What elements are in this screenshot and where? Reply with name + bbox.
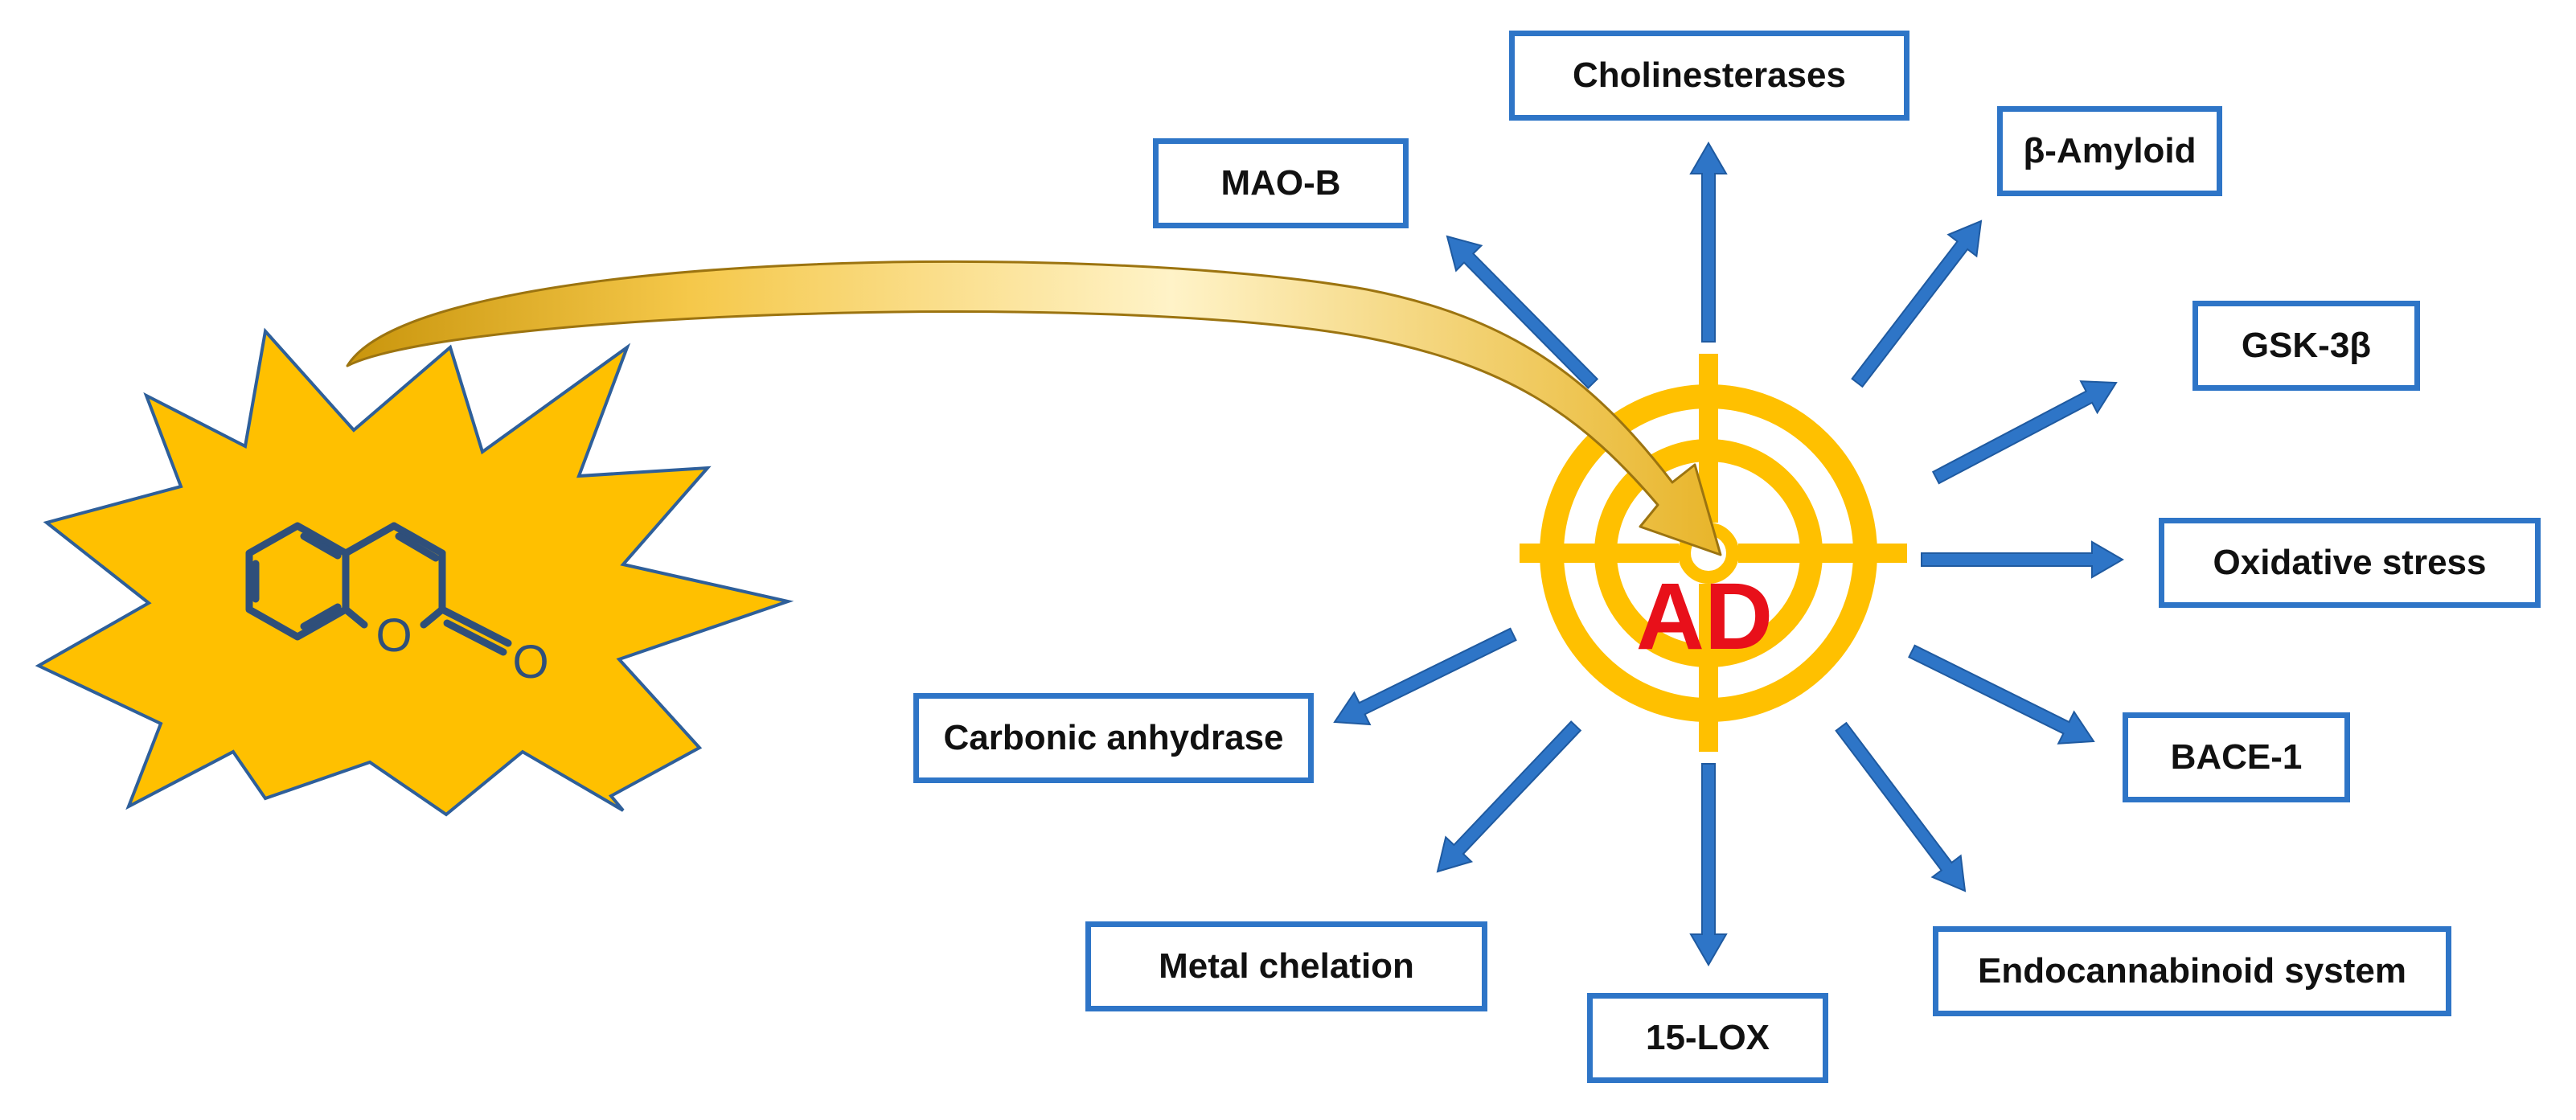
target-label-gsk-3b: GSK-3β — [2241, 326, 2372, 365]
burst-shape — [35, 327, 794, 817]
target-box-beta-amyloid: β-Amyloid — [1997, 106, 2222, 196]
arrow-to-beta-amyloid — [1851, 219, 1983, 388]
molecule-atom-labels: O O — [375, 609, 548, 688]
arrow-to-endocannabinoid-system — [1835, 721, 1967, 892]
target-label-oxidative-stress: Oxidative stress — [2213, 543, 2487, 582]
arrow-to-15-lox — [1689, 763, 1728, 966]
arrow-to-gsk-3b — [1931, 380, 2118, 485]
target-box-bace-1: BACE-1 — [2123, 712, 2350, 802]
target-label-carbonic-anhydrase: Carbonic anhydrase — [943, 718, 1284, 757]
radial-arrows — [1333, 142, 2124, 966]
carbonyl-oxygen-label: O — [512, 636, 548, 688]
coumarin-structure-icon — [245, 522, 512, 656]
target-symbol — [1520, 354, 1907, 752]
target-label-bace-1: BACE-1 — [2170, 737, 2303, 777]
arrow-to-cholinesterases — [1689, 142, 1728, 343]
target-label-mao-b: MAO-B — [1220, 163, 1341, 203]
target-box-endocannabinoid-system: Endocannabinoid system — [1933, 926, 2451, 1016]
target-box-metal-chelation: Metal chelation — [1085, 921, 1487, 1011]
target-box-gsk-3b: GSK-3β — [2192, 301, 2420, 391]
arrow-to-metal-chelation — [1436, 720, 1582, 873]
compound-burst: O O — [35, 327, 794, 817]
arrow-to-bace-1 — [1908, 644, 2095, 745]
target-label-cholinesterases: Cholinesterases — [1573, 55, 1846, 95]
curved-arrow — [346, 260, 1722, 556]
target-label-15-lox: 15-LOX — [1645, 1018, 1770, 1057]
target-box-cholinesterases: Cholinesterases — [1509, 31, 1909, 121]
target-box-mao-b: MAO-B — [1153, 138, 1409, 228]
target-box-carbonic-anhydrase: Carbonic anhydrase — [913, 693, 1314, 783]
ring-oxygen-label: O — [375, 609, 412, 662]
target-box-15-lox: 15-LOX — [1587, 993, 1828, 1083]
arrow-to-carbonic-anhydrase — [1333, 627, 1517, 726]
center-label-ad: AD — [1635, 564, 1774, 670]
target-box-oxidative-stress: Oxidative stress — [2159, 518, 2541, 608]
arrow-to-mao-b — [1446, 235, 1599, 390]
target-label-endocannabinoid-system: Endocannabinoid system — [1978, 951, 2406, 991]
target-label-metal-chelation: Metal chelation — [1159, 946, 1414, 986]
arrow-to-oxidative-stress — [1921, 540, 2124, 579]
target-label-beta-amyloid: β-Amyloid — [2023, 131, 2197, 170]
